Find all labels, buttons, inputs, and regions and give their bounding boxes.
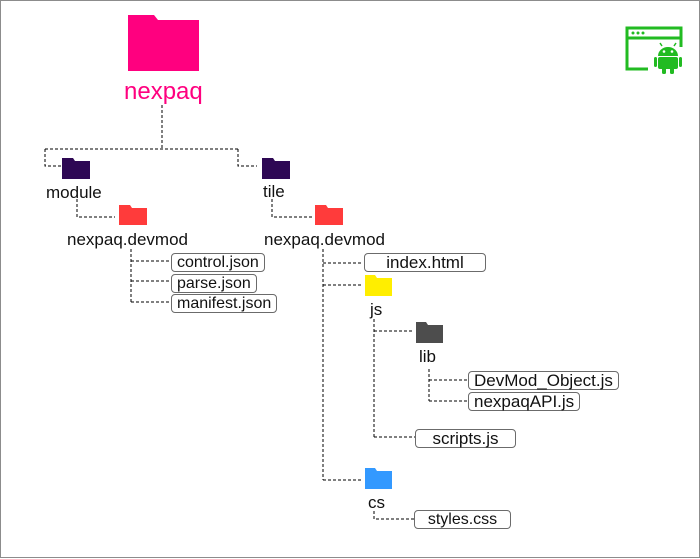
folder-icon (262, 158, 290, 179)
folder-icon (416, 322, 443, 343)
manifest-json-file: manifest.json (171, 294, 278, 313)
scripts-js-file: scripts.js (415, 429, 516, 448)
tile-folder-label: tile (263, 182, 285, 201)
folder-icon (315, 205, 343, 225)
root-folder-label: nexpaq (124, 78, 203, 105)
module-devmod-folder-label: nexpaq.devmod (67, 230, 188, 249)
lib-folder-label: lib (419, 347, 437, 366)
cs-folder-label: cs (368, 493, 385, 512)
android-window-icon (625, 26, 683, 74)
js-folder-label: js (370, 300, 383, 319)
folder-icon (365, 468, 392, 489)
module-folder-label: module (46, 183, 102, 202)
index-html-file: index.html (364, 253, 486, 272)
control-json-file: control.json (171, 253, 265, 272)
folder-icon (62, 158, 90, 179)
tile-devmod-folder-label: nexpaq.devmod (264, 230, 385, 249)
folder-icon (119, 205, 147, 225)
folder-icon (128, 15, 199, 71)
parse-json-file: parse.json (171, 274, 257, 293)
devmod-object-js-file: DevMod_Object.js (468, 371, 619, 390)
nexpaqapi-js-file: nexpaqAPI.js (468, 392, 581, 411)
folder-icon (365, 275, 392, 296)
styles-css-file: styles.css (414, 510, 511, 529)
